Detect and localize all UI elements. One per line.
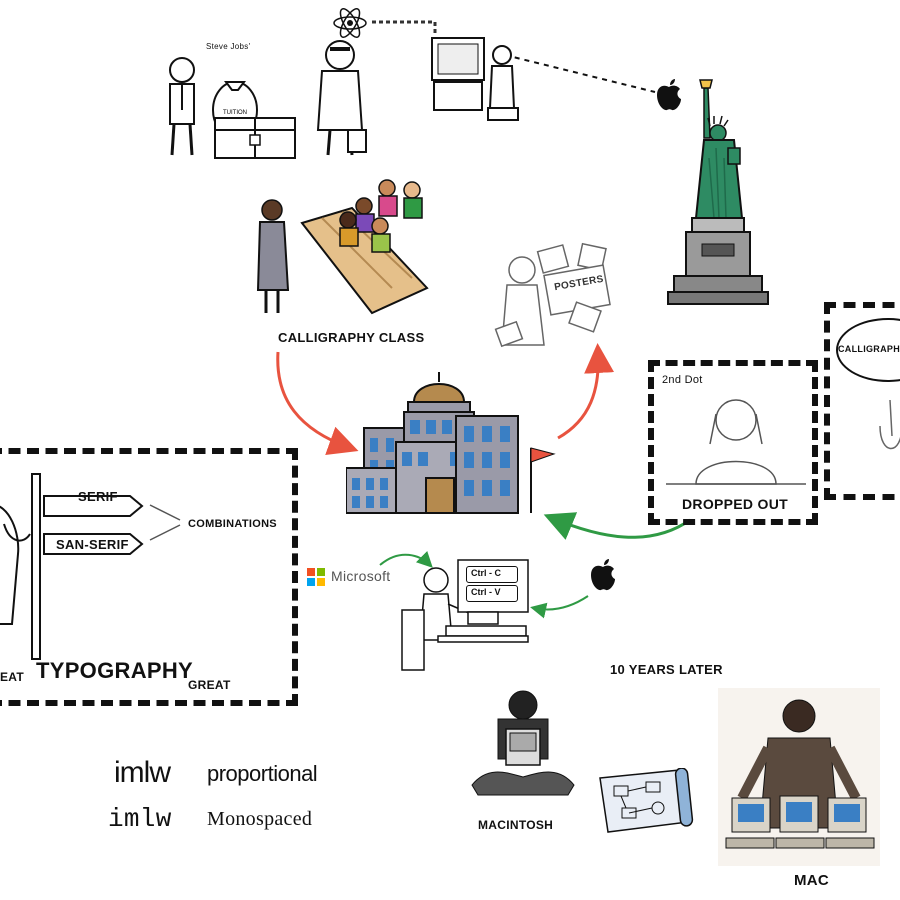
proportional-label: proportional — [207, 761, 318, 786]
ctrl-v-label: Ctrl - V — [471, 587, 501, 597]
calligraphy-class-label: CALLIGRAPHY CLASS — [278, 330, 425, 345]
combinations-label: COMBINATIONS — [188, 518, 277, 530]
sample-text-top: imlw — [114, 756, 171, 789]
apple-logo-icon — [654, 78, 684, 112]
posters-scene: POSTERS — [492, 240, 622, 358]
statue-of-liberty-icon — [664, 78, 772, 308]
computer-user-top-drawing — [431, 37, 519, 121]
ctrl-v-key: Ctrl - V — [466, 585, 518, 602]
mac-label: MAC — [794, 872, 830, 889]
ten-years-later-label: 10 YEARS LATER — [610, 662, 723, 677]
money-scene: TUITION Steve Jobs' — [160, 40, 310, 165]
great-left-label: EAT — [0, 670, 25, 684]
signpost-drawing — [0, 473, 144, 660]
calligraphy-clipped-box: CALLIGRAPHY C — [824, 302, 900, 500]
dropped-out-drawing — [666, 399, 806, 485]
green-arrow-dropped-out — [543, 512, 691, 540]
calligraphy-hand-drawing — [879, 399, 900, 450]
red-arrow-posters — [557, 343, 615, 440]
ctrl-c-key: Ctrl - C — [466, 566, 518, 583]
posters-drawing — [494, 242, 611, 348]
red-arrow-calligraphy — [276, 351, 359, 455]
san-serif-sign-label: SAN-SERIF — [56, 537, 129, 552]
green-arrow-microsoft — [379, 550, 433, 568]
combination-arrow-down — [149, 524, 181, 541]
dropped-out-label: DROPPED OUT — [682, 496, 788, 512]
serif-sign-label: SERIF — [78, 489, 118, 504]
atom-icon — [333, 8, 367, 38]
dropped-out-box: 2nd Dot DROPPED OUT — [648, 360, 818, 525]
microsoft-logo-icon — [307, 568, 325, 586]
classroom-drawing — [256, 179, 429, 315]
calligraphy-clipped-label: CALLIGRAPHY C — [838, 344, 900, 354]
money-scene-drawing: TUITION — [169, 57, 296, 159]
combination-arrow-up — [149, 504, 181, 521]
computer-user-bottom: Ctrl - C Ctrl - V — [398, 550, 533, 675]
mac-photo — [718, 688, 880, 866]
apple-logo-icon — [588, 558, 618, 592]
scientist-drawing — [316, 8, 367, 156]
blueprint-scroll — [596, 768, 694, 836]
microsoft-logo: Microsoft — [307, 567, 417, 587]
great-right-label: GREAT — [188, 678, 231, 692]
computer-user-top — [420, 20, 530, 130]
blueprint-drawing — [599, 768, 694, 833]
second-dot-label: 2nd Dot — [662, 374, 703, 386]
sample-text-bottom: imlw — [108, 804, 172, 834]
monospaced-label: Monospaced — [207, 808, 313, 830]
green-arrow-apple — [530, 595, 589, 619]
macintosh-photo — [468, 685, 578, 800]
mac-photo-drawing — [725, 699, 875, 849]
typography-label: TYPOGRAPHY — [36, 658, 194, 683]
macintosh-photo-drawing — [471, 690, 575, 796]
microsoft-label: Microsoft — [331, 568, 391, 584]
money-bag-caption: Steve Jobs' — [206, 42, 251, 51]
svg-text:TUITION: TUITION — [223, 110, 247, 116]
scientist-figure — [300, 5, 380, 165]
macintosh-label: MACINTOSH — [478, 818, 554, 832]
computer-user-bottom-drawing — [401, 559, 529, 671]
typography-box: SERIF SAN-SERIF COMBINATIONS EAT TYPOGRA… — [0, 448, 298, 706]
ctrl-c-label: Ctrl - C — [471, 568, 501, 578]
chain-connector — [372, 20, 437, 35]
university-building-icon — [346, 368, 561, 518]
calligraphy-class-scene — [252, 178, 442, 318]
